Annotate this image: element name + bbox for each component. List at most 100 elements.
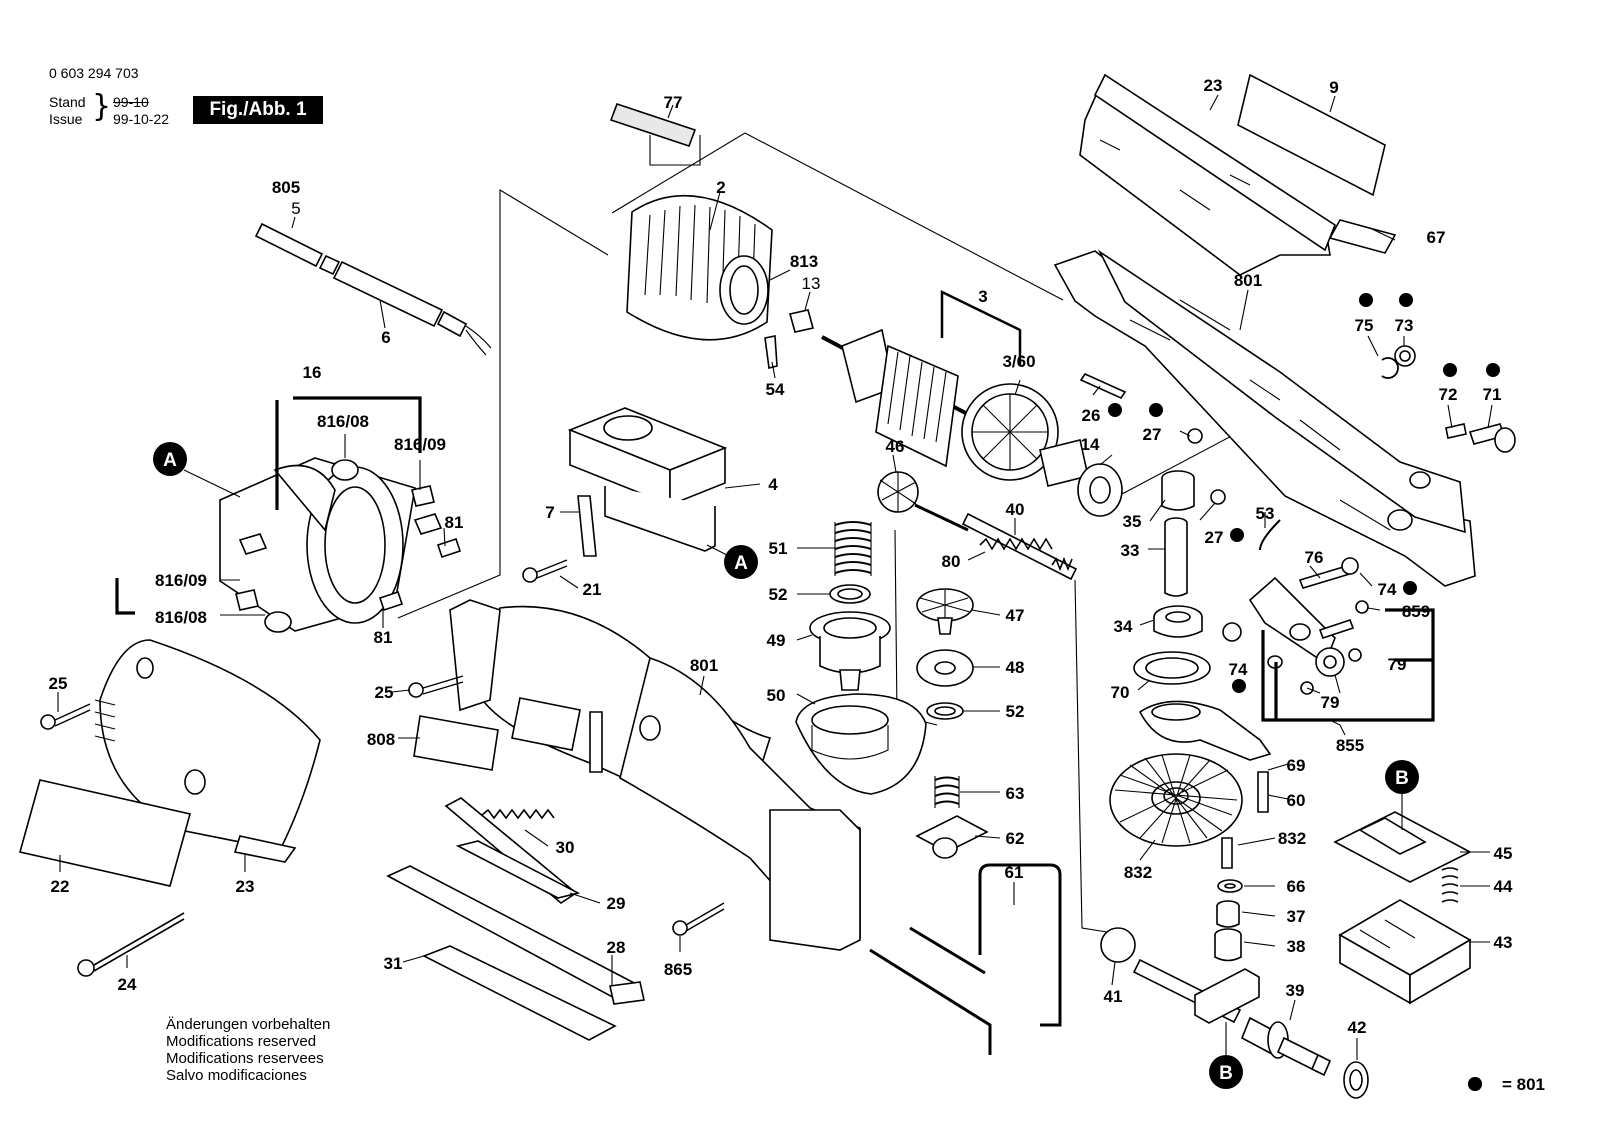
part-52-washer-lower [926, 702, 964, 720]
label-33: 33 [1121, 541, 1140, 560]
label-27-upper: 27 [1143, 425, 1162, 444]
legend-dot [1468, 1077, 1482, 1091]
part-29-slide [444, 797, 581, 904]
label-24: 24 [118, 975, 137, 994]
part-70-washer [1133, 651, 1211, 685]
label-66: 66 [1287, 877, 1306, 896]
part-24-screw-long [77, 912, 185, 977]
label-38: 38 [1287, 937, 1306, 956]
label-28: 28 [607, 938, 626, 957]
note-line: Modifications reservees [166, 1050, 324, 1067]
part-number: 0 603 294 703 [49, 65, 139, 81]
label-74-lower: 74 [1229, 660, 1248, 679]
label-13: 13 [802, 274, 821, 293]
part-69-cam-plate [1138, 700, 1272, 761]
label-72: 72 [1439, 385, 1458, 404]
svg-text:B: B [1219, 1063, 1233, 1084]
part-39-plunger-rod [1132, 958, 1332, 1077]
label-42: 42 [1348, 1018, 1367, 1037]
label-53: 53 [1256, 504, 1275, 523]
note-line: Änderungen vorbehalten [166, 1016, 331, 1033]
label-34: 34 [1114, 617, 1133, 636]
label-52-upper: 52 [769, 585, 788, 604]
part-77-bar [609, 102, 701, 166]
note-line: Salvo modificaciones [166, 1067, 307, 1084]
legend-text: = 801 [1502, 1075, 1545, 1094]
part-23-cover-lower [94, 639, 321, 863]
label-71: 71 [1483, 385, 1502, 404]
part-51-spring [834, 521, 872, 576]
label-40: 40 [1006, 500, 1025, 519]
label-48: 48 [1006, 658, 1025, 677]
part-66-washer [1217, 879, 1243, 893]
label-52-lower: 52 [1006, 702, 1025, 721]
part-72-pin [1445, 423, 1467, 439]
label-23-lower: 23 [236, 877, 255, 896]
label-63: 63 [1006, 784, 1025, 803]
part-808-label [413, 715, 499, 771]
label-23-upper: 23 [1204, 76, 1223, 95]
callout-a-left: A [153, 442, 187, 476]
part-14-bearing [1077, 463, 1123, 517]
label-77: 77 [664, 93, 683, 112]
label-6: 6 [381, 328, 390, 347]
label-54: 54 [766, 380, 785, 399]
label-79-right: 79 [1388, 655, 1407, 674]
main-motor-housing [449, 599, 861, 951]
label-35: 35 [1123, 512, 1142, 531]
part-21-screw [522, 559, 568, 583]
part-25-screw-left [40, 703, 91, 730]
callout-a-switch: A [706, 544, 758, 579]
part-labels: 77 805 5 6 2 813 13 54 3 3/60 23 9 67 80… [49, 76, 1513, 1037]
label-22: 22 [51, 877, 70, 896]
svg-text:A: A [734, 553, 748, 574]
figure-label: Fig./Abb. 1 [193, 96, 323, 124]
label-816-09-upper: 816/09 [394, 435, 446, 454]
part-49-sleeve [809, 611, 891, 691]
part-832-gear [1109, 753, 1243, 847]
label-41: 41 [1104, 987, 1123, 1006]
part-80-spring [979, 537, 1073, 572]
armature-rotor [821, 290, 1093, 487]
label-3: 3 [978, 287, 987, 306]
label-73: 73 [1395, 316, 1414, 335]
part-13-bushing [789, 309, 814, 333]
stand-date: 99-10 [113, 94, 149, 110]
pinion-shaft-46 [877, 471, 969, 532]
label-37: 37 [1287, 907, 1306, 926]
label-865: 865 [664, 960, 692, 979]
label-80: 80 [942, 552, 961, 571]
svg-text:A: A [163, 450, 177, 471]
part-60-pin [1257, 771, 1269, 813]
label-14: 14 [1081, 435, 1100, 454]
label-27-lower: 27 [1205, 528, 1224, 547]
label-816-09-lower: 816/09 [155, 571, 207, 590]
part-53-spring-clip [1259, 519, 1281, 551]
label-62: 62 [1006, 829, 1025, 848]
callout-b-bottom: B [1209, 1022, 1243, 1089]
part-62-holder [915, 815, 989, 859]
label-44: 44 [1494, 877, 1513, 896]
part-7-clip [577, 495, 597, 557]
gear-housing-upper [1053, 249, 1476, 587]
part-23-cover-upper [1079, 73, 1336, 276]
part-4-switch [567, 407, 728, 552]
label-69: 69 [1287, 756, 1306, 775]
label-859: 859 [1402, 602, 1430, 621]
label-70: 70 [1111, 683, 1130, 702]
part-35-needle-bearing [1161, 470, 1195, 511]
part-71-bolt [1468, 423, 1516, 453]
part-27-ring-lower [1210, 489, 1226, 505]
label-45: 45 [1494, 844, 1513, 863]
label-81-upper: 81 [445, 513, 464, 532]
label-51: 51 [769, 539, 788, 558]
label-46: 46 [886, 437, 905, 456]
label-75: 75 [1355, 316, 1374, 335]
legend: = 801 [1468, 1075, 1545, 1094]
label-26: 26 [1082, 406, 1101, 425]
label-801-upper: 801 [1234, 271, 1262, 290]
label-2: 2 [716, 178, 725, 197]
part-28-base-plate [386, 865, 645, 1005]
label-76: 76 [1305, 548, 1324, 567]
